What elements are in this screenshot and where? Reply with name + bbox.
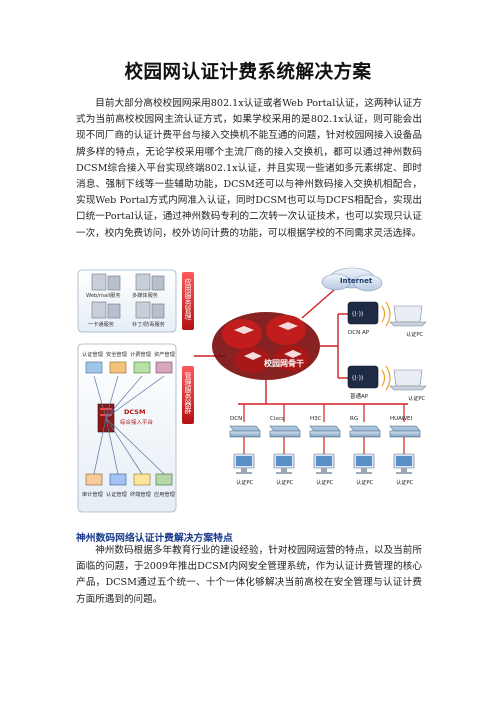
wireless-pc-label-2: 认证PC	[408, 394, 426, 402]
desktop-pc-icon	[353, 453, 375, 474]
switch-rg: RG 认证PC	[349, 404, 381, 486]
core-label: 校园网骨干	[264, 358, 304, 368]
bottom-item-terminal: 终端管理	[130, 490, 152, 498]
dcn-ap-label: DCN AP	[348, 330, 370, 336]
services-side-label: 应用服务管理	[184, 277, 192, 320]
patch-server-icon	[135, 301, 165, 319]
dcsm-sublabel: 综合接入平台	[120, 418, 154, 426]
management-side-label: 管理服务器群	[184, 371, 192, 415]
generic-ap-glyph: ((·))	[352, 375, 363, 382]
services-side-tag	[182, 272, 194, 330]
dcsm-label: DCSM	[124, 408, 145, 416]
bottom-item-auth: 认证管理	[106, 490, 128, 498]
service-label-web: Web/mail服务	[86, 291, 121, 299]
desktop-pc-icon	[393, 453, 415, 474]
network-diagram: Web/mail服务 多媒体服务 一卡通服务 补丁/防毒服务 应用服务管理 管理…	[77, 267, 427, 513]
management-icons	[85, 361, 173, 374]
wireless-pc-label-1: 认证PC	[406, 330, 424, 338]
management-side-tag	[182, 366, 194, 424]
pc-label: 认证PC	[316, 478, 334, 486]
switch-dcn: DCN 认证PC	[229, 404, 261, 486]
pc-label: 认证PC	[356, 478, 374, 486]
service-label-card: 一卡通服务	[88, 320, 114, 328]
card-server-icon	[91, 301, 121, 319]
switch-vendor-label: DCN	[230, 416, 242, 422]
bottom-item-audit: 审计管理	[82, 490, 104, 498]
mid-item-security: 安全管理	[106, 350, 128, 358]
intro-paragraph: 目前大部分高校校园网采用802.1x认证或者Web Portal认证，这两种认证…	[76, 98, 422, 239]
switch-cisco: Cisco 认证PC	[269, 404, 301, 486]
switch-vendor-label: RG	[350, 416, 358, 422]
dcn-ap-icon	[347, 301, 379, 325]
management-panel	[77, 343, 177, 513]
section-body: 神州数码根据多年教育行业的建设经验，针对校园网运营的特点，以及当前所面临的问题，…	[76, 545, 422, 605]
internet-label: Internet	[340, 277, 373, 285]
bottom-item-app: 应用管理	[154, 490, 176, 498]
access-switch-row: DCN 认证PC Cisco 认证PC H3C 认证PC RG 认证PC HUAWEI 认证PC	[229, 404, 421, 486]
pc-label: 认证PC	[396, 478, 414, 486]
mid-item-auth: 认证管理	[82, 350, 104, 358]
switch-h3c: H3C 认证PC	[309, 404, 341, 486]
service-label-media: 多媒体服务	[132, 291, 158, 299]
web-mail-server-icon	[91, 273, 121, 291]
page-title: 校园网认证计费系统解决方案	[124, 62, 372, 83]
generic-ap-label: 普通AP	[350, 392, 369, 400]
desktop-pc-icon	[273, 453, 295, 474]
desktop-pc-icon	[313, 453, 335, 474]
pc-label: 认证PC	[236, 478, 254, 486]
mid-item-asset: 资产管理	[154, 350, 176, 358]
wireless-laptop-icon	[389, 305, 427, 391]
pc-label: 认证PC	[276, 478, 294, 486]
dcsm-spokes	[93, 375, 165, 475]
generic-ap-icon	[347, 365, 379, 389]
switch-vendor-label: Cisco	[270, 416, 285, 422]
service-label-patch: 补丁/防毒服务	[132, 320, 165, 328]
wireless-signal-icon	[381, 301, 391, 391]
internet-cloud-icon	[321, 267, 383, 292]
switch-vendor-label: H3C	[310, 416, 322, 422]
dcn-ap-glyph: ((·))	[352, 311, 363, 318]
switch-huawei: HUAWEI 认证PC	[389, 404, 421, 486]
core-network-cloud	[212, 312, 320, 380]
section-title: 神州数码网络认证计费解决方案特点	[76, 533, 233, 544]
desktop-pc-icon	[233, 453, 255, 474]
multimedia-server-icon	[135, 273, 165, 291]
mid-item-billing: 计费管理	[130, 350, 152, 358]
switch-vendor-label: HUAWEI	[390, 416, 413, 422]
bottom-management-icons	[85, 473, 173, 486]
core-to-internet-link	[301, 289, 335, 319]
